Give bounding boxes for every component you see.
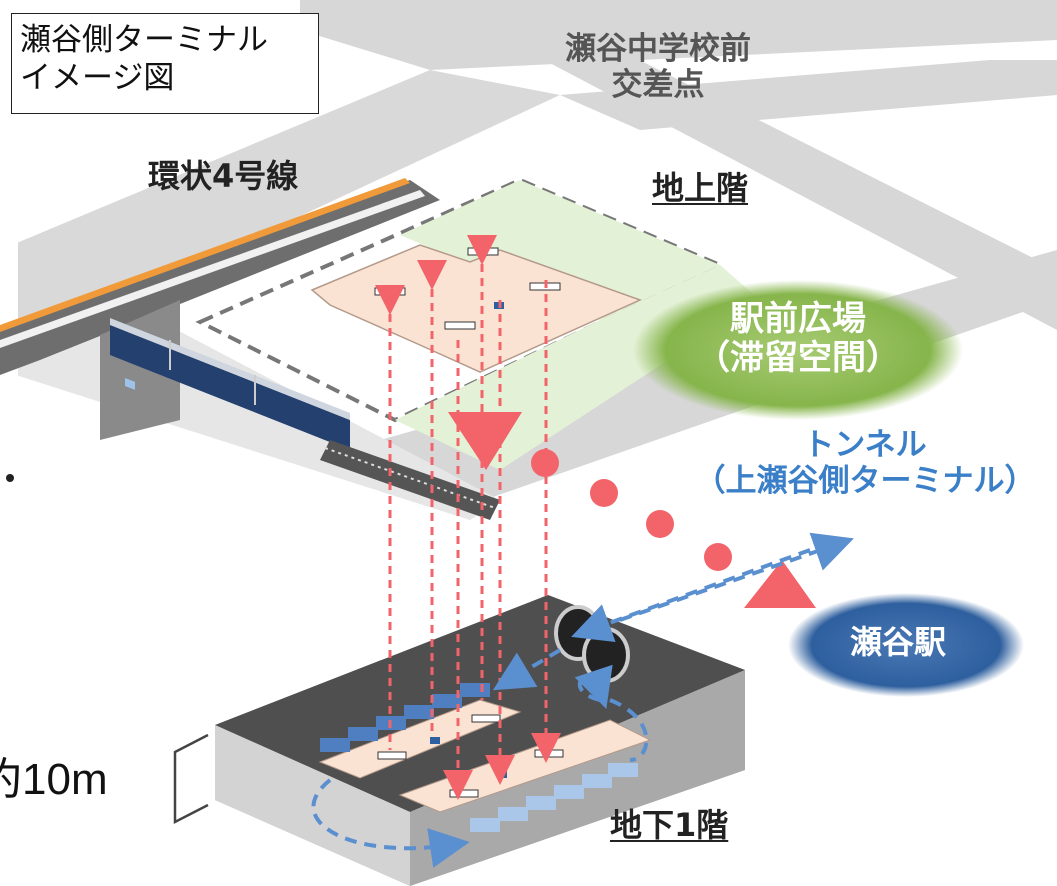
rail-tracks bbox=[320, 440, 500, 520]
plaza-line1: 駅前広場 bbox=[730, 299, 866, 339]
ring-road-label: 環状4号線 bbox=[148, 157, 299, 195]
down-triangle bbox=[448, 412, 522, 470]
ground-floor-label: 地上階 bbox=[652, 169, 749, 207]
station-label: 瀬谷駅 bbox=[850, 623, 947, 661]
tunnel-label: トンネル （上瀬谷側ターミナル） bbox=[680, 427, 1050, 499]
up-triangle bbox=[744, 560, 816, 608]
plaza-label: 駅前広場 （滞留空間） bbox=[682, 299, 914, 379]
title-line1: 瀬谷側ターミナル bbox=[20, 22, 268, 58]
tunnel-line2: （上瀬谷側ターミナル） bbox=[694, 462, 1036, 499]
walk-dots bbox=[531, 449, 732, 571]
depth-label: 約10m bbox=[0, 755, 108, 804]
station-ellipse bbox=[788, 593, 1024, 697]
intersection-line1: 瀬谷中学校前 bbox=[565, 31, 751, 67]
vertical-arrows bbox=[375, 235, 561, 800]
intersection-line2: 交差点 bbox=[611, 66, 705, 103]
basement-label: 地下1階 bbox=[610, 806, 729, 844]
depth-marker-dot bbox=[6, 474, 14, 482]
title-line2: イメージ図 bbox=[20, 59, 175, 96]
title-box: 瀬谷側ターミナル イメージ図 bbox=[11, 13, 319, 114]
tunnel-line1: トンネル bbox=[803, 427, 927, 463]
plaza-line2: （滞留空間） bbox=[696, 338, 900, 379]
train bbox=[110, 318, 350, 450]
tunnel-arrows bbox=[311, 532, 854, 868]
intersection-label: 瀬谷中学校前 交差点 bbox=[533, 31, 783, 103]
plaza-ellipse bbox=[633, 280, 963, 420]
depth-bracket bbox=[173, 733, 209, 825]
